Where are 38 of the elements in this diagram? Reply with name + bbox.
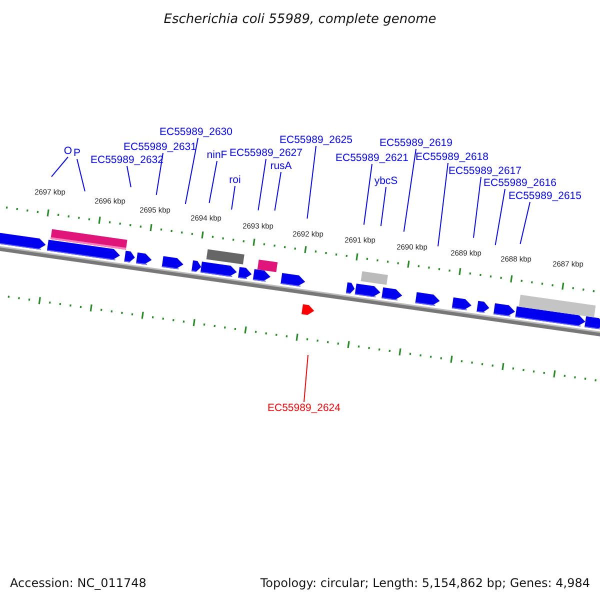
leader-line <box>494 188 506 246</box>
genome-title: Escherichia coli 55989, complete genome <box>164 11 436 29</box>
leader-line <box>51 156 68 178</box>
leader-line <box>438 162 448 247</box>
footer-text: Topology: circular; Length: 5,154,862 bp; Genes: 4,984 <box>260 575 590 592</box>
leader-line <box>126 166 132 188</box>
leader-line <box>258 158 266 211</box>
gene-label: EC55989_2631 <box>124 141 196 153</box>
gene-label: EC55989_2630 <box>160 126 232 138</box>
leader-line <box>380 186 386 227</box>
leader-line <box>184 138 198 204</box>
gene-label: ninF <box>206 149 228 161</box>
footer-text: Accession: NC_011748 <box>10 575 146 592</box>
gene-label: O <box>64 145 72 157</box>
gene-label: EC55989_2624 <box>268 402 340 414</box>
leader-line <box>472 176 482 238</box>
gene-label: EC55989_2621 <box>336 152 408 164</box>
gene-label: EC55989_2618 <box>416 151 488 163</box>
leader-line <box>403 148 416 232</box>
leader-line <box>156 152 164 196</box>
leader-line <box>304 354 308 402</box>
leader-line <box>208 160 218 204</box>
gene-label: roi <box>229 174 241 186</box>
gene-label: EC55989_2627 <box>230 147 302 159</box>
leader-line <box>520 202 530 244</box>
gene-label: EC55989_2616 <box>484 177 556 189</box>
leader-line <box>274 172 282 212</box>
leader-line <box>76 158 86 192</box>
gene-label: P <box>74 147 80 159</box>
leader-line <box>363 164 372 226</box>
gene-label: EC55989_2615 <box>508 190 582 202</box>
gene-label: EC55989_2625 <box>280 134 352 146</box>
gene-label: EC55989_2617 <box>448 165 522 177</box>
gene-label: EC55989_2619 <box>380 137 452 149</box>
gene-label: ybcS <box>374 175 398 187</box>
leader-line <box>306 146 316 220</box>
leader-line <box>231 186 236 210</box>
gene-label: rusA <box>270 160 292 172</box>
